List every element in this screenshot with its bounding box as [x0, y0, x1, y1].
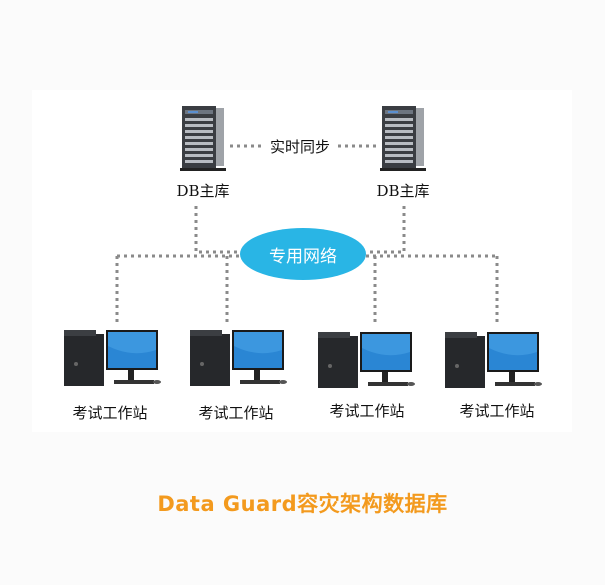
network-label: 专用网络 [269, 246, 337, 267]
server-left-link [194, 206, 240, 254]
tower-server-icon [380, 106, 426, 171]
server-right-link [366, 206, 406, 254]
workstation-label-3: 考试工作站 [329, 402, 405, 420]
workstation-label-4: 考试工作站 [459, 402, 535, 420]
tower-server-icon [180, 106, 226, 171]
desktop-workstation-icon [190, 330, 287, 386]
desktop-workstation-icon [445, 332, 542, 388]
desktop-workstation-icon [318, 332, 415, 388]
workstation-label-2: 考试工作站 [198, 404, 274, 422]
private-network-node: 专用网络 [240, 228, 366, 280]
server-label-left: DB主库 [176, 182, 230, 200]
diagram-caption: Data Guard容灾架构数据库 [157, 492, 448, 516]
server-label-right: DB主库 [376, 182, 430, 200]
sync-label: 实时同步 [265, 136, 335, 157]
workstation-label-1: 考试工作站 [72, 404, 148, 422]
desktop-workstation-icon [64, 330, 161, 386]
